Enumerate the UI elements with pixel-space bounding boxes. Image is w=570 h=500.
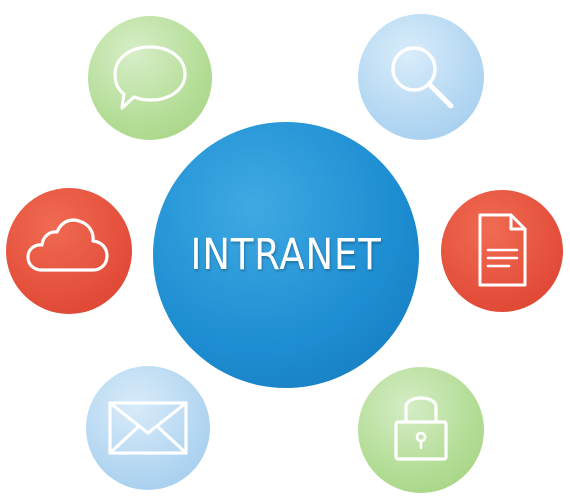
mail-icon [108, 401, 188, 455]
cloud-icon [26, 218, 109, 272]
cloud-node [6, 188, 132, 314]
chat-node [88, 16, 212, 140]
document-icon [478, 213, 527, 287]
lock-icon [394, 396, 448, 461]
search-icon [391, 46, 454, 109]
document-node [441, 190, 563, 312]
hub-title: INTRANET [190, 230, 382, 280]
search-node [358, 14, 484, 140]
chat-bubble-icon [113, 45, 187, 110]
intranet-hub: INTRANET [153, 122, 419, 388]
mail-node [86, 366, 210, 490]
lock-node [358, 367, 484, 493]
